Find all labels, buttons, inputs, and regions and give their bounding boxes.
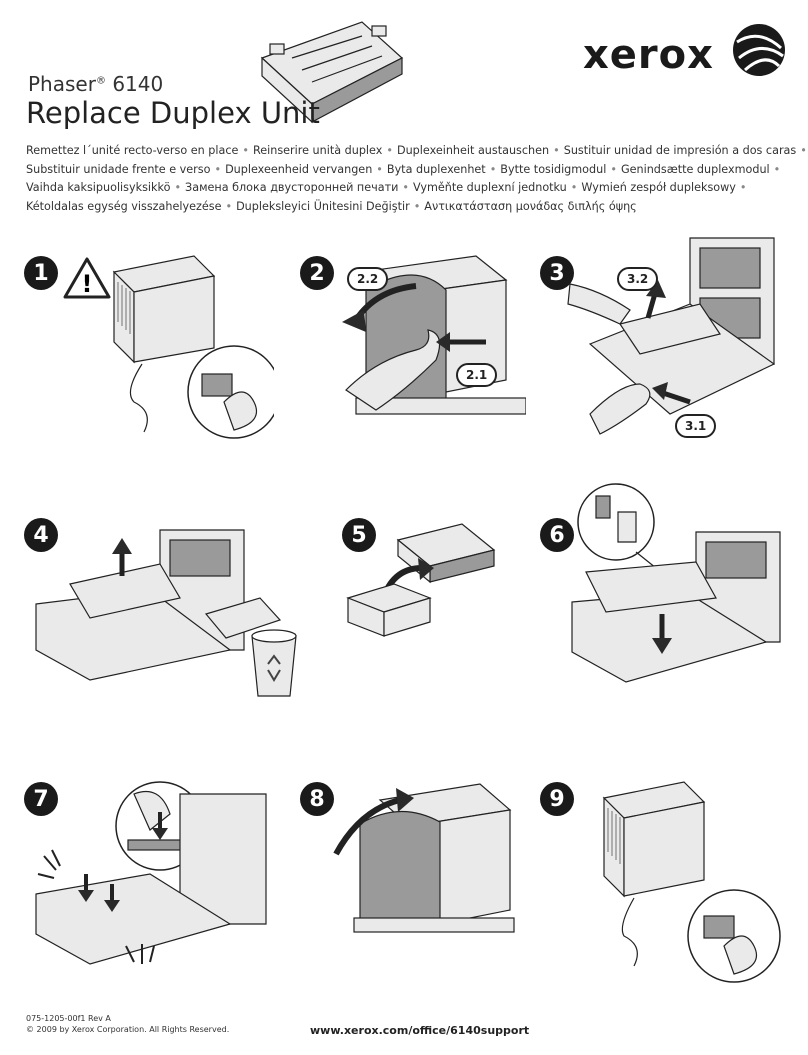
step-5-badge: 5	[342, 518, 376, 552]
translation-line: Vaihda kaksipuolisyksikkö•Замена блока д…	[26, 179, 786, 198]
step-2-badge: 2	[300, 256, 334, 290]
step-9-illustration	[602, 781, 781, 983]
product-model: Phaser	[28, 72, 96, 96]
warning-triangle-icon: !	[63, 257, 111, 299]
separator-bullet: •	[800, 144, 807, 157]
step-7-illustration	[35, 781, 267, 965]
separator-bullet: •	[553, 144, 560, 157]
callout-3-1: 3.1	[675, 414, 717, 438]
step-4-illustration	[35, 529, 282, 681]
separator-bullet: •	[386, 144, 393, 157]
translation-text: Wymień zespół dupleksowy	[581, 181, 736, 194]
step-7-badge: 7	[24, 782, 58, 816]
translation-text: Замена блока двусторонней печати	[185, 181, 399, 194]
separator-bullet: •	[402, 181, 409, 194]
separator-bullet: •	[413, 199, 421, 213]
separator-bullet: •	[376, 162, 383, 176]
separator-bullet: •	[242, 144, 249, 157]
translation-text: Dupleksleyici Ünitesini Değiştir	[236, 199, 410, 213]
title-translations: Remettez l´unité recto-verso en place•Re…	[26, 142, 807, 217]
translation-line: Substituir unidade frente e verso•Duplex…	[26, 161, 786, 180]
support-url-link[interactable]: www.xerox.com/office/6140support	[310, 1024, 530, 1037]
recycle-bin-icon	[251, 629, 297, 697]
step-8-badge: 8	[300, 782, 334, 816]
step-3-badge: 3	[540, 256, 574, 290]
step-3-illustration	[567, 237, 776, 435]
duplex-unit-illustration	[260, 21, 404, 124]
separator-bullet: •	[489, 162, 497, 176]
separator-bullet: •	[570, 181, 578, 194]
separator-bullet: •	[174, 181, 182, 194]
step-6-illustration	[571, 483, 781, 683]
callout-3-2: 3.2	[617, 267, 659, 291]
translation-text: Duplexeinheit austauschen	[396, 144, 550, 157]
translation-text: Duplexeenheid vervangen	[225, 162, 373, 176]
step-4-badge: 4	[24, 518, 58, 552]
translation-text: Αντικατάσταση μονάδας διπλής όψης	[424, 199, 637, 213]
step-6-badge: 6	[540, 518, 574, 552]
xerox-sphere-icon	[733, 24, 785, 76]
translation-text: Kétoldalas egység visszahelyezése	[26, 199, 222, 213]
translation-text: Vaihda kaksipuolisyksikkö	[26, 181, 171, 194]
translation-text: Bytte tosidigmodul	[500, 162, 607, 176]
translation-text: Genindsætte duplexmodul	[620, 162, 770, 176]
translation-text: Remettez l´unité recto-verso en place	[26, 144, 239, 157]
translation-line: Remettez l´unité recto-verso en place•Re…	[26, 142, 807, 161]
separator-bullet: •	[225, 199, 233, 213]
translation-text: Byta duplexenhet	[386, 162, 486, 176]
callout-2-1: 2.1	[456, 363, 498, 387]
copyright: © 2009 by Xerox Corporation. All Rights …	[26, 1025, 230, 1034]
step-8-illustration	[333, 783, 515, 933]
brand-wordmark: xerox	[583, 32, 714, 78]
separator-bullet: •	[610, 162, 617, 176]
separator-bullet: •	[739, 181, 747, 194]
separator-bullet: •	[214, 162, 222, 176]
translation-text: Sustituir unidad de impresión a dos cara…	[563, 144, 797, 157]
translation-text: Reinserire unità duplex	[252, 144, 383, 157]
translation-text: Substituir unidade frente e verso	[26, 162, 211, 176]
translation-line: Kétoldalas egység visszahelyezése•Duplek…	[26, 198, 786, 217]
doc-id: 075-1205-00f1 Rev A	[26, 1014, 111, 1023]
step-9-badge: 9	[540, 782, 574, 816]
footer-legal: 075-1205-00f1 Rev A © 2009 by Xerox Corp…	[26, 1013, 229, 1035]
svg-text:!: !	[82, 270, 93, 298]
translation-text: Vyměňte duplexní jednotku	[413, 181, 567, 194]
page-title: Replace Duplex Unit	[26, 96, 320, 130]
xerox-logo: xerox	[583, 22, 793, 80]
registered-mark: ®	[95, 75, 106, 87]
product-number: 6140	[112, 72, 164, 96]
step-5-illustration	[379, 523, 496, 603]
callout-2-2: 2.2	[347, 267, 389, 291]
step-1-badge: 1	[24, 256, 58, 290]
step-1-illustration	[112, 255, 274, 439]
product-name: Phaser® 6140	[28, 72, 163, 96]
separator-bullet: •	[773, 162, 781, 176]
box-icon	[346, 583, 432, 637]
